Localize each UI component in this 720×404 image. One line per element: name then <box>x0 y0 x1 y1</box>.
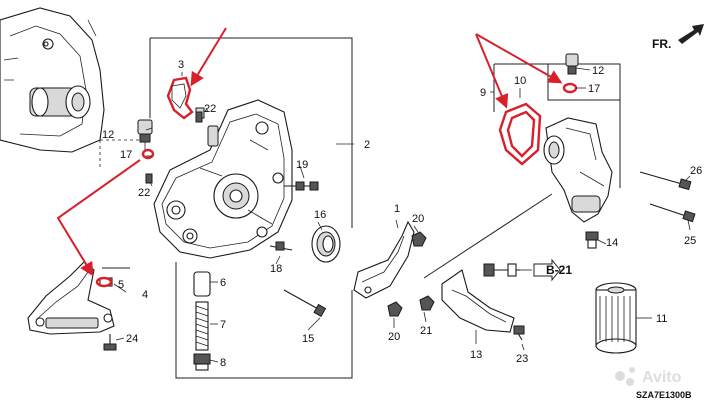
label-part-24: 24 <box>126 333 138 345</box>
label-part-13: 13 <box>470 349 482 361</box>
drain-bolt-14 <box>585 231 599 249</box>
bolt-24 <box>103 334 117 351</box>
oil-filter-housing-9 <box>543 117 613 223</box>
label-part-5: 5 <box>118 279 124 291</box>
oil-strainer-4 <box>27 261 115 335</box>
front-arrow-icon <box>678 24 704 44</box>
watermark-logo-icon <box>615 371 625 381</box>
bracket-13 <box>441 269 515 333</box>
reference-b21: B-21 <box>533 258 572 282</box>
label-part-12-left: 12 <box>102 129 114 141</box>
label-part-15: 15 <box>302 333 314 345</box>
label-part-23: 23 <box>516 353 528 365</box>
front-direction-marker: FR. <box>652 24 704 51</box>
front-direction-label: FR. <box>652 37 671 51</box>
oil-seal-16 <box>311 225 341 263</box>
flange-bolt-15 <box>283 289 327 318</box>
filter-housing-gasket-highlighted <box>498 102 542 166</box>
nut-20-upper <box>411 231 427 247</box>
oil-filter-11 <box>595 282 637 354</box>
nut-21 <box>419 295 435 311</box>
label-part-20-lower: 20 <box>388 331 400 343</box>
label-part-4: 4 <box>142 289 148 301</box>
label-part-17-left: 17 <box>120 149 132 161</box>
pump-gasket-highlighted <box>166 76 194 120</box>
bolt-23 <box>513 325 525 341</box>
oil-pressure-sensor-left <box>137 119 153 150</box>
baffle-plate-1 <box>353 220 415 299</box>
label-part-7: 7 <box>220 319 226 331</box>
bolt-26 <box>639 171 692 191</box>
bolt-25 <box>649 203 696 223</box>
label-part-22-upper: 22 <box>204 103 216 115</box>
engine-block-fragment <box>0 7 105 153</box>
oil-pressure-sensor-right <box>565 53 579 75</box>
stud-bolt-19 <box>284 181 319 191</box>
label-part-2: 2 <box>364 139 370 151</box>
oil-pump-body <box>153 99 293 259</box>
label-part-11: 11 <box>656 313 667 325</box>
label-part-6: 6 <box>220 277 226 289</box>
sealing-washer-17-right <box>562 82 578 94</box>
label-part-10: 10 <box>514 75 526 87</box>
sealing-washer-17-left <box>141 148 155 160</box>
label-part-12-right: 12 <box>592 65 604 77</box>
leader-lines <box>113 67 691 363</box>
o-ring-5-highlighted <box>95 276 113 288</box>
label-part-9: 9 <box>480 87 486 99</box>
bolt-22-small <box>145 111 203 184</box>
part-labels: 1 2 3 4 5 6 7 8 9 10 11 12 12 13 14 15 1… <box>102 59 702 369</box>
label-part-16: 16 <box>314 209 326 221</box>
label-part-21: 21 <box>420 325 432 337</box>
label-part-17-right: 17 <box>588 83 600 95</box>
watermark-text: Avito <box>642 369 682 386</box>
nut-20-lower <box>387 301 403 317</box>
oil-pump-group-frame <box>150 37 353 228</box>
watermark: Avito <box>615 367 682 386</box>
label-part-19: 19 <box>296 159 308 171</box>
sealing-bolt-8 <box>193 353 211 371</box>
label-part-18: 18 <box>270 263 282 275</box>
stud-bolt-18 <box>269 241 293 251</box>
drawing-code: SZA7E1300B <box>636 390 692 400</box>
label-part-25: 25 <box>684 235 696 247</box>
label-part-1: 1 <box>394 203 400 215</box>
filter-housing-group-frame <box>494 63 621 188</box>
reference-arrow-icon <box>533 258 561 282</box>
label-part-8: 8 <box>220 357 226 369</box>
relief-spring-7 <box>195 301 209 351</box>
label-part-14: 14 <box>606 237 618 249</box>
reference-label: B-21 <box>546 263 572 277</box>
label-part-20-upper: 20 <box>412 213 424 225</box>
relief-valve-6 <box>193 271 211 297</box>
red-highlight-arrows <box>56 27 563 277</box>
label-part-22-lower: 22 <box>138 187 150 199</box>
label-part-26: 26 <box>690 165 702 177</box>
bolt-b21-reference <box>483 263 520 277</box>
label-part-3: 3 <box>178 59 184 71</box>
